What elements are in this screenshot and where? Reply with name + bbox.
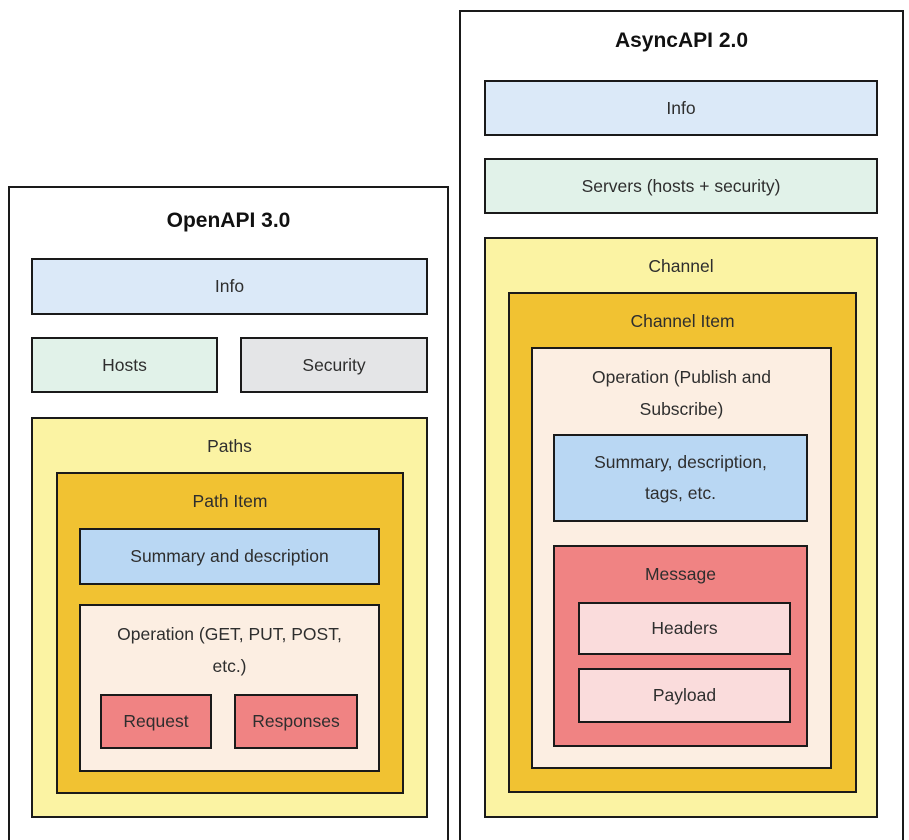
openapi-responses-box: Responses xyxy=(234,694,358,749)
openapi-path-item-box: Path Item Summary and description Operat… xyxy=(56,472,404,794)
asyncapi-message-box: Message Headers Payload xyxy=(553,545,808,747)
openapi-panel: OpenAPI 3.0 Info Hosts Security Paths Pa… xyxy=(8,186,449,840)
openapi-operation-box: Operation (GET, PUT, POST, etc.) Request… xyxy=(79,604,380,772)
asyncapi-panel-title: AsyncAPI 2.0 xyxy=(614,29,749,52)
asyncapi-summary-text: Summary, description, tags, etc. xyxy=(594,447,767,509)
openapi-path-item-label: Path Item xyxy=(192,491,268,511)
openapi-panel-title: OpenAPI 3.0 xyxy=(166,209,291,232)
asyncapi-operation-label-line2: Subscribe) xyxy=(639,399,724,419)
openapi-paths-label: Paths xyxy=(207,436,252,456)
asyncapi-channel-label: Channel xyxy=(648,256,714,276)
asyncapi-operation-label: Operation (Publish and Subscribe) xyxy=(533,361,830,425)
asyncapi-info-box: Info xyxy=(484,80,878,136)
asyncapi-payload-box: Payload xyxy=(578,668,791,723)
openapi-security-box: Security xyxy=(240,337,428,393)
openapi-summary-box: Summary and description xyxy=(79,528,380,585)
openapi-operation-label-line2: etc.) xyxy=(212,656,247,676)
asyncapi-headers-box: Headers xyxy=(578,602,791,655)
asyncapi-operation-box: Operation (Publish and Subscribe) Summar… xyxy=(531,347,832,769)
asyncapi-channel-item-label: Channel Item xyxy=(630,311,735,331)
openapi-paths-box: Paths Path Item Summary and description … xyxy=(31,417,428,818)
asyncapi-servers-box: Servers (hosts + security) xyxy=(484,158,878,214)
openapi-hosts-box: Hosts xyxy=(31,337,218,393)
openapi-operation-label-line1: Operation (GET, PUT, POST, xyxy=(117,624,342,644)
asyncapi-channel-box: Channel Channel Item Operation (Publish … xyxy=(484,237,878,818)
openapi-info-box: Info xyxy=(31,258,428,315)
asyncapi-panel: AsyncAPI 2.0 Info Servers (hosts + secur… xyxy=(459,10,904,840)
asyncapi-channel-item-box: Channel Item Operation (Publish and Subs… xyxy=(508,292,857,793)
asyncapi-summary-line2: tags, etc. xyxy=(644,483,716,503)
asyncapi-message-label: Message xyxy=(644,564,716,584)
openapi-operation-label: Operation (GET, PUT, POST, etc.) xyxy=(81,618,378,682)
asyncapi-operation-label-line1: Operation (Publish and xyxy=(592,367,771,387)
asyncapi-summary-box: Summary, description, tags, etc. xyxy=(553,434,808,522)
openapi-request-box: Request xyxy=(100,694,212,749)
asyncapi-summary-line1: Summary, description, xyxy=(594,452,767,472)
